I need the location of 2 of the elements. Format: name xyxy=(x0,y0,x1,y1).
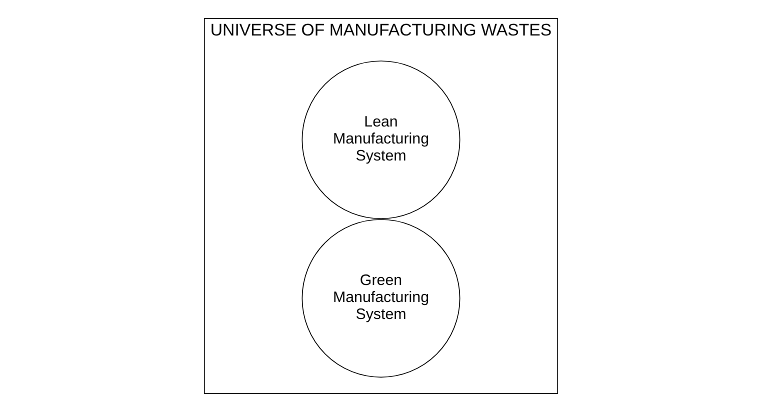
node-circle: Lean Manufacturing System xyxy=(302,60,460,220)
node-circle: Green Manufacturing System xyxy=(302,219,460,378)
